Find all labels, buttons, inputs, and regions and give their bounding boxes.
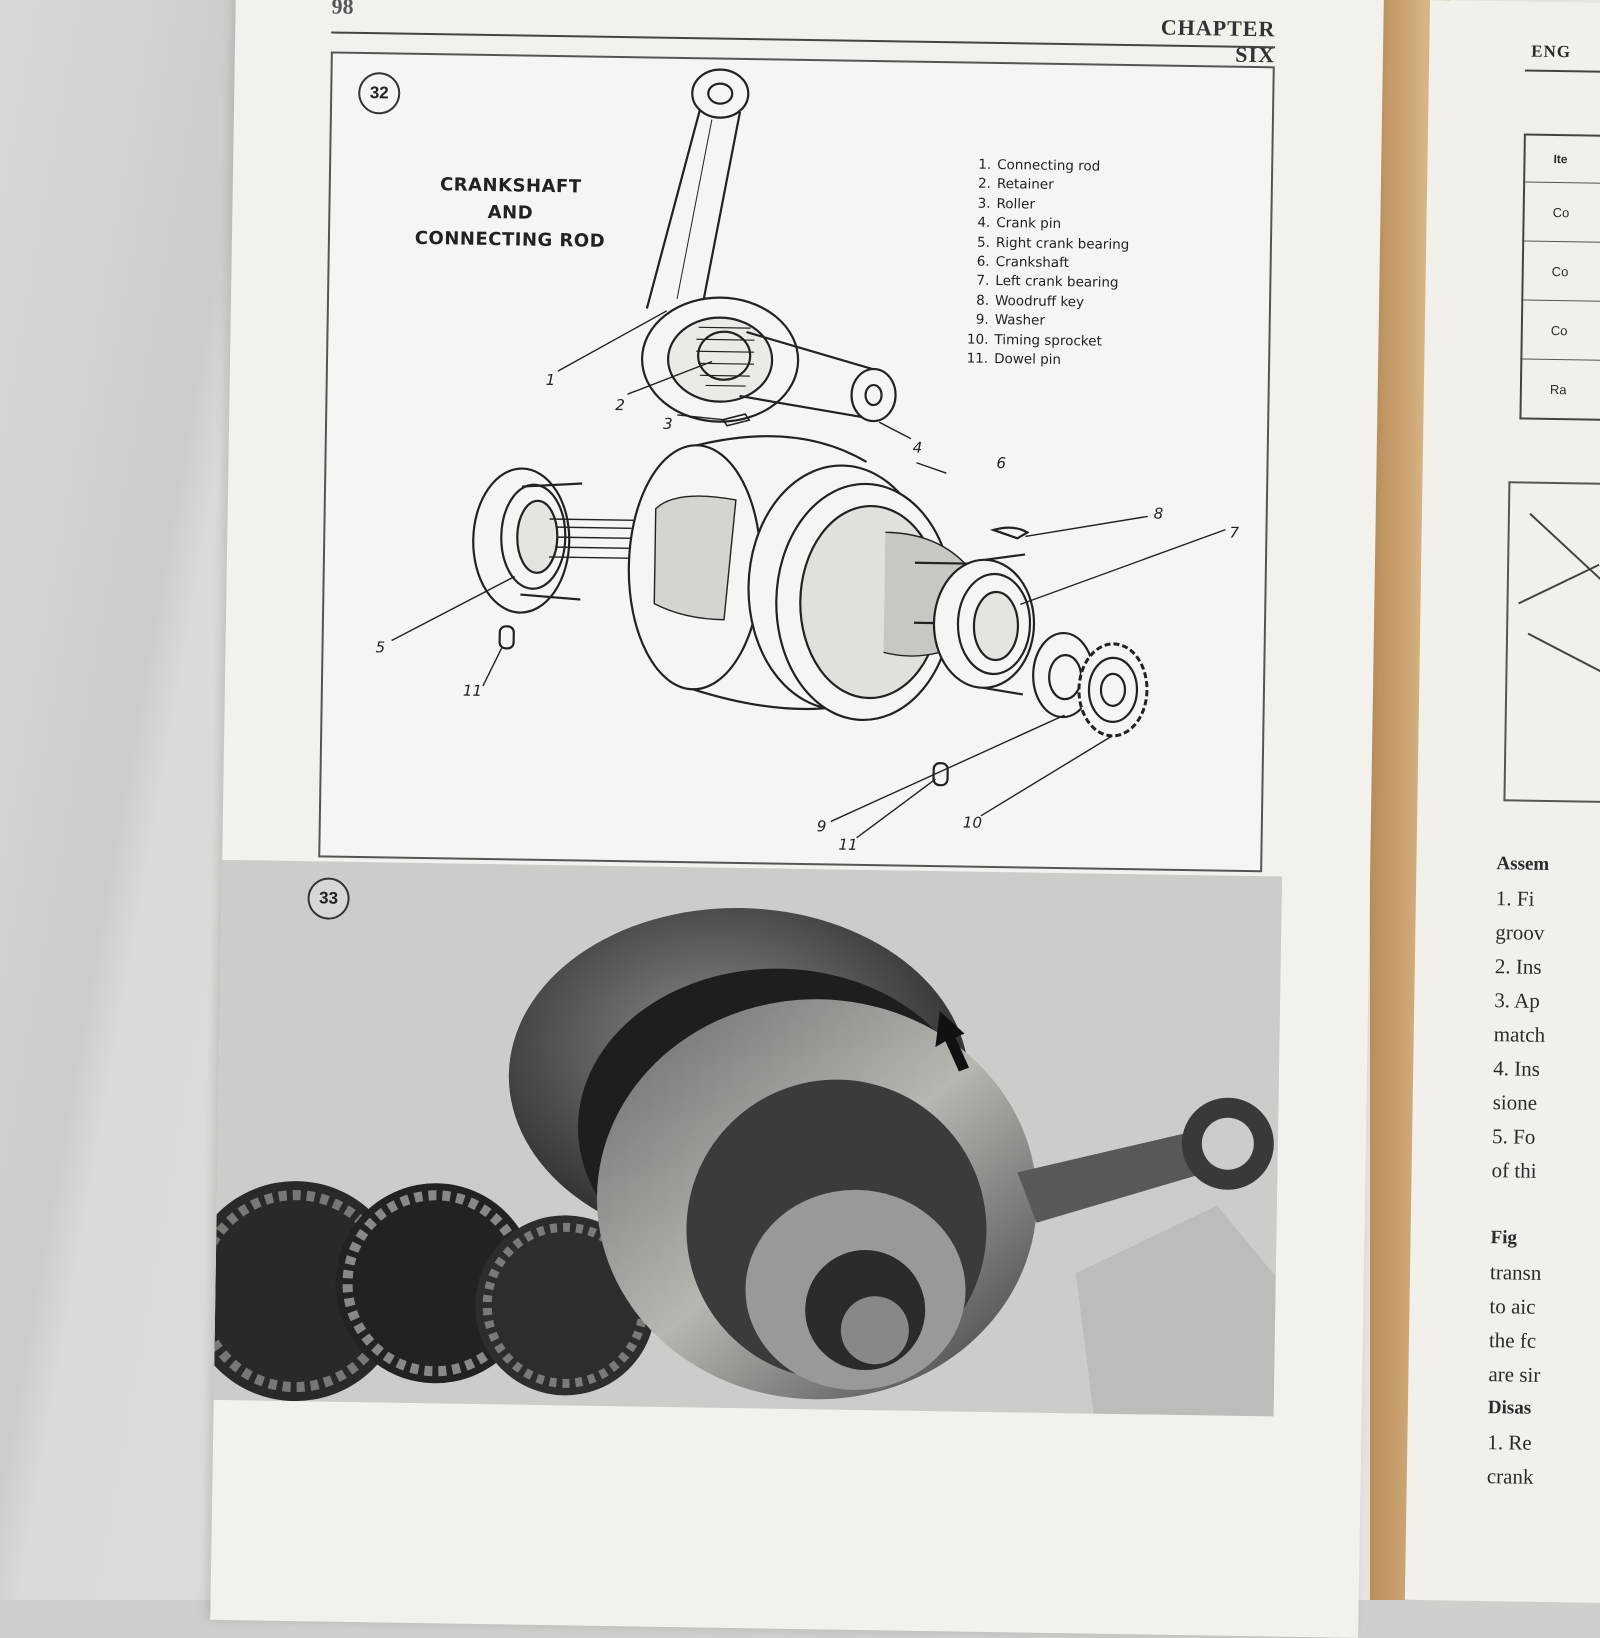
leader-lines bbox=[391, 310, 1226, 839]
right-running-head: ENG bbox=[1531, 41, 1572, 62]
callout-2: 2 bbox=[615, 396, 625, 414]
text-line: to aic bbox=[1489, 1294, 1536, 1319]
callout-11: 11 bbox=[838, 836, 857, 854]
figure-32-frame: 32 CRANKSHAFT AND CONNECTING ROD 1.Conne… bbox=[318, 51, 1275, 873]
text-line: transn bbox=[1489, 1260, 1542, 1285]
text-line: 3. Ap bbox=[1494, 988, 1540, 1013]
indicator-arrow-icon bbox=[935, 1011, 970, 1072]
text-line: Disas bbox=[1487, 1397, 1532, 1419]
right-header-rule bbox=[1524, 69, 1600, 74]
right-page: ENG Ite Co Co Co Ra Assem 1. Fi groov 2.… bbox=[1404, 0, 1600, 1603]
callout-6: 6 bbox=[996, 454, 1006, 472]
crankshaft-exploded-drawing: 1 2 3 4 5 6 7 8 9 10 11 11 bbox=[375, 68, 1240, 854]
crankshaft-photo bbox=[213, 859, 1283, 1417]
text-line: 5. Fo bbox=[1491, 1124, 1536, 1149]
callout-8: 8 bbox=[1154, 504, 1164, 522]
table-row: Ra bbox=[1520, 358, 1600, 421]
roller-drawing bbox=[721, 413, 751, 427]
text-line: match bbox=[1493, 1022, 1546, 1047]
text-line: are sir bbox=[1488, 1362, 1541, 1387]
page-number: 98 bbox=[331, 0, 354, 19]
callout-5: 5 bbox=[375, 638, 385, 656]
text-line: 2. Ins bbox=[1494, 954, 1542, 979]
callout-3: 3 bbox=[663, 415, 673, 433]
spec-table: Ite Co Co Co Ra bbox=[1519, 133, 1600, 422]
running-head: CHAPTER SIX bbox=[1160, 14, 1276, 68]
callout-4: 4 bbox=[913, 439, 923, 457]
right-figure-drawing bbox=[1518, 512, 1600, 687]
timing-sprocket-drawing bbox=[1077, 642, 1149, 738]
table-row: Co bbox=[1523, 182, 1600, 243]
crankshaft-drawing bbox=[627, 435, 992, 722]
callout-10: 10 bbox=[963, 814, 982, 832]
table-row: Co bbox=[1522, 240, 1600, 302]
text-line: 4. Ins bbox=[1493, 1056, 1541, 1081]
callout-9: 9 bbox=[817, 817, 827, 835]
left-page: 98 CHAPTER SIX 32 CRANKSHAFT AND CONNECT… bbox=[210, 0, 1384, 1638]
woodruff-key-drawing bbox=[989, 526, 1030, 540]
text-line: the fc bbox=[1488, 1328, 1537, 1353]
right-figure-frame bbox=[1503, 481, 1600, 804]
photo-connecting-rod bbox=[1017, 1125, 1230, 1223]
figure-33-photo: 33 bbox=[213, 859, 1283, 1417]
right-bearing-drawing bbox=[472, 467, 583, 614]
text-line: 1. Re bbox=[1487, 1430, 1532, 1455]
table-row: Ite bbox=[1524, 134, 1600, 184]
connecting-rod-drawing bbox=[640, 68, 897, 423]
text-line: Fig bbox=[1490, 1227, 1518, 1249]
text-line: Assem bbox=[1496, 853, 1550, 875]
callout-1: 1 bbox=[546, 371, 556, 389]
text-line: sione bbox=[1492, 1090, 1538, 1115]
text-line: 1. Fi bbox=[1495, 886, 1535, 911]
callout-11: 11 bbox=[463, 682, 482, 700]
table-row: Co bbox=[1521, 299, 1600, 361]
transmission-gears bbox=[213, 1181, 656, 1402]
text-line: crank bbox=[1486, 1464, 1534, 1489]
left-bearing-drawing bbox=[932, 553, 1036, 696]
text-line: groov bbox=[1495, 920, 1545, 945]
right-page-text: Assem 1. Fi groov 2. Ins 3. Ap match 4. … bbox=[1487, 847, 1600, 1495]
text-line: of thi bbox=[1491, 1158, 1537, 1183]
callout-7: 7 bbox=[1229, 524, 1239, 542]
